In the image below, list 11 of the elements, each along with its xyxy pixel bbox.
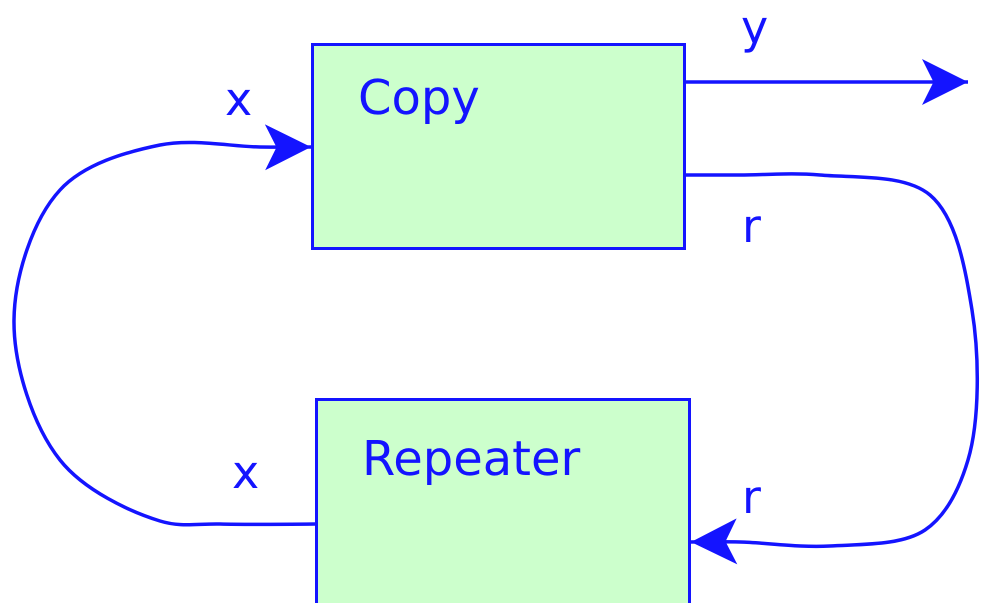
box-title: Repeater bbox=[362, 435, 580, 483]
arrow bbox=[12, 124, 316, 527]
arrow bbox=[686, 172, 979, 564]
arrow bbox=[686, 59, 968, 105]
box-title: Copy bbox=[358, 74, 480, 122]
signal-label: r bbox=[742, 474, 761, 520]
process-box bbox=[315, 398, 691, 603]
signal-label: x bbox=[232, 449, 260, 495]
signal-label: x bbox=[225, 76, 252, 122]
signal-label: r bbox=[742, 203, 761, 249]
process-box bbox=[311, 43, 686, 250]
